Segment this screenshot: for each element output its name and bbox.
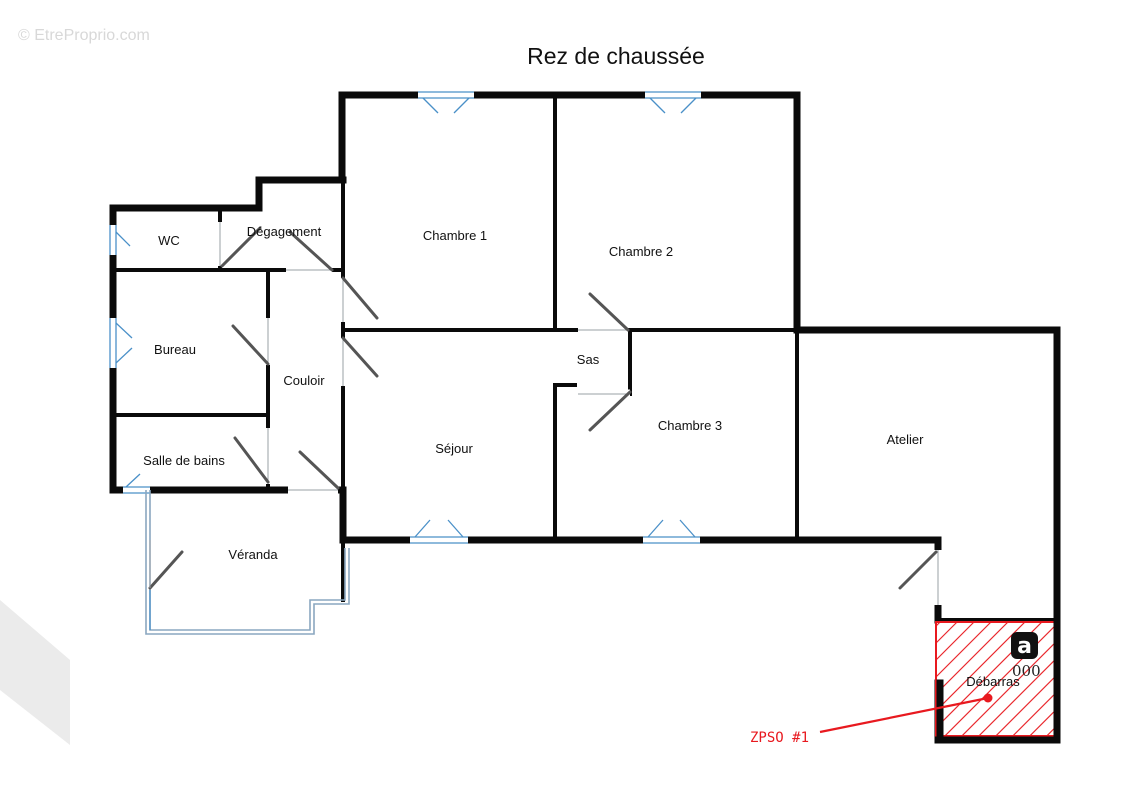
- marker-code: 000: [1012, 662, 1041, 680]
- veranda-glazing: [145, 490, 350, 635]
- room-label-chambre-1: Chambre 1: [423, 228, 487, 243]
- room-label-couloir: Couloir: [283, 373, 325, 388]
- room-label-veranda: Véranda: [228, 547, 278, 562]
- room-label-chambre-2: Chambre 2: [609, 244, 673, 259]
- marker-icon: a: [1011, 632, 1038, 659]
- room-label-debarras: Débarras: [966, 674, 1020, 689]
- interior-walls: [111, 93, 1059, 622]
- outer-walls: [109, 91, 1061, 744]
- room-label-sas: Sas: [577, 352, 600, 367]
- watermark: © EtreProprio.com: [18, 27, 150, 44]
- room-labels: WC Dégagement Chambre 1 Chambre 2 Bureau…: [143, 224, 1020, 689]
- zpso-point: [983, 693, 993, 703]
- zpso-leader-line: [819, 696, 989, 734]
- room-label-atelier: Atelier: [887, 432, 925, 447]
- room-label-sejour: Séjour: [435, 441, 473, 456]
- zpso-zone: ZPSO #1 a 000: [750, 616, 1061, 746]
- room-label-wc: WC: [158, 233, 180, 248]
- plan-title: Rez de chaussée: [527, 43, 705, 69]
- zpso-label: ZPSO #1: [750, 730, 809, 746]
- doors: [215, 222, 943, 605]
- room-label-degagement: Dégagement: [247, 224, 322, 239]
- room-label-chambre-3: Chambre 3: [658, 418, 722, 433]
- room-label-bureau: Bureau: [154, 342, 196, 357]
- marker-letter: a: [1017, 634, 1032, 659]
- room-label-salle-de-bains: Salle de bains: [143, 453, 225, 468]
- windows: [108, 90, 701, 545]
- watermark-shape: [0, 600, 70, 745]
